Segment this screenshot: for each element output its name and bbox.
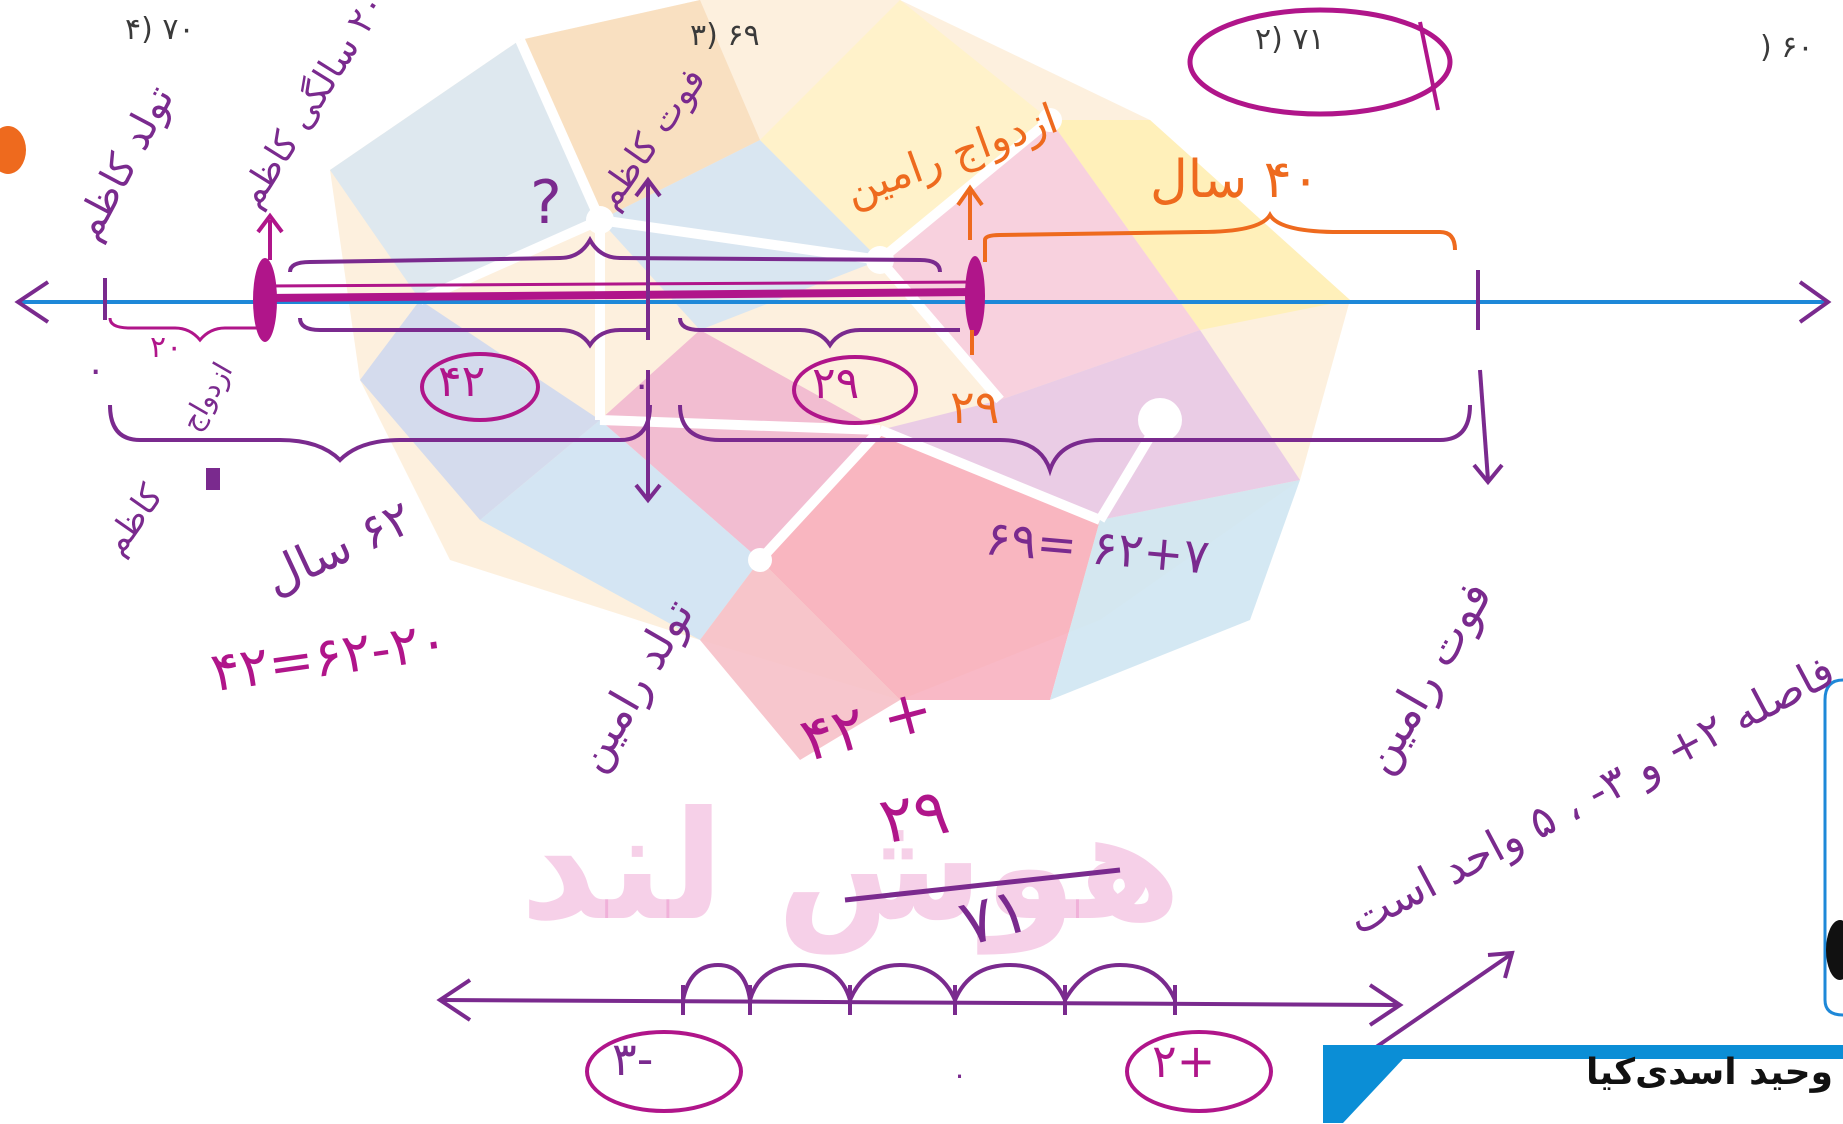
- label-29-orange: ۲۹: [950, 380, 1000, 434]
- label-minus-three: -۳: [612, 1032, 654, 1086]
- author-banner: [1323, 1045, 1843, 1123]
- circle-plus-two: [1125, 1030, 1273, 1113]
- option-1: ۶۰ (: [1760, 30, 1814, 65]
- circle-minus-three: [585, 1030, 743, 1113]
- option-3: ۶۹ (۳: [690, 18, 760, 53]
- label-forty-years: ۴۰ سال: [1150, 150, 1320, 210]
- point-marriage-ramin: [965, 256, 985, 336]
- label-question-mark: ?: [530, 168, 562, 238]
- label-sum-mid: ۲۹: [874, 774, 955, 860]
- circle-42: [420, 352, 540, 422]
- label-29-circled: ۲۹: [812, 358, 860, 409]
- circle-29: [792, 355, 918, 425]
- option-4: ۷۰ (۴: [125, 12, 195, 47]
- label-zero-left: ۰: [86, 350, 106, 391]
- label-42-circled: ۴۲: [438, 356, 486, 407]
- option-2: ۷۱ (۲: [1255, 22, 1325, 57]
- label-zero-mid: ۰: [632, 365, 652, 406]
- label-twenty: ۲۰: [150, 330, 183, 365]
- author-name: وحید اسدی‌کیا: [1585, 1052, 1833, 1093]
- label-zero-bottom: ۰: [952, 1058, 968, 1091]
- label-plus-two: +۲: [1152, 1034, 1216, 1088]
- life-segment: [264, 288, 976, 302]
- point-kazem-20: [253, 258, 277, 342]
- watermark-logo: هوش لند: [520, 780, 1187, 954]
- small-number-line: [439, 998, 1401, 1007]
